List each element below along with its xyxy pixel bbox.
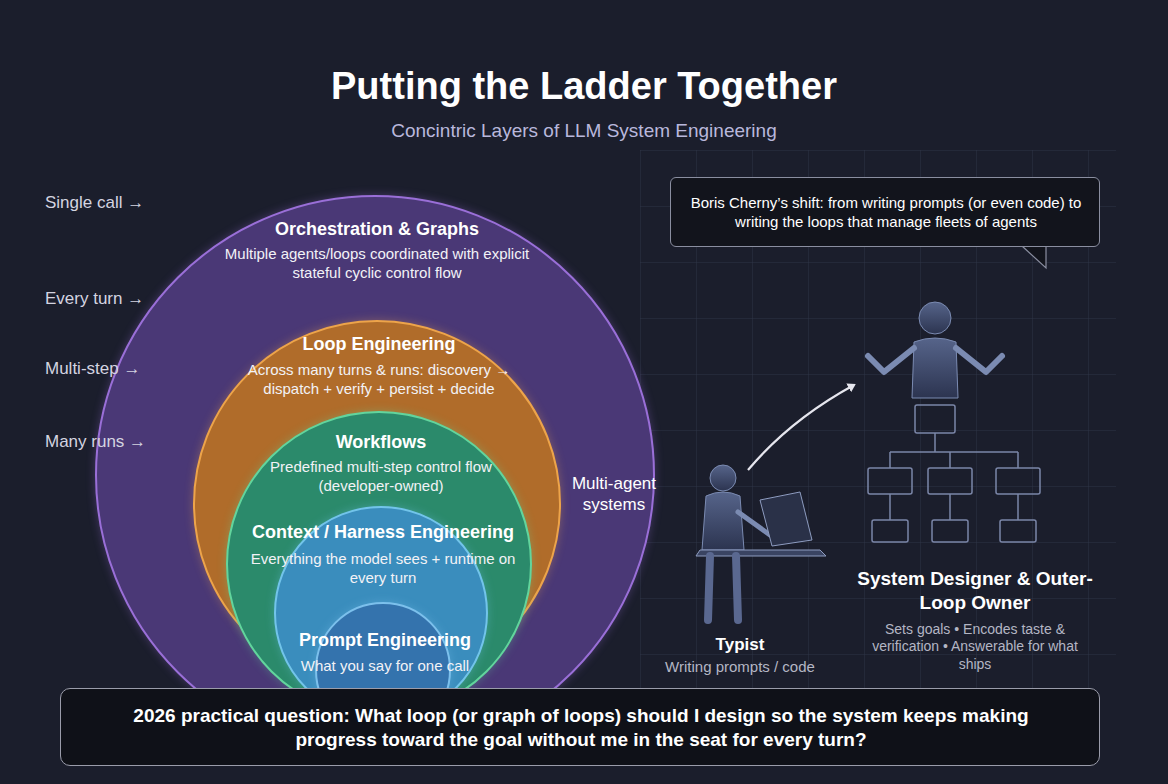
subtitle: Concintric Layers of LLM System Engineer…: [134, 119, 1034, 143]
progress-arrow: [748, 385, 854, 470]
region-label: Multi-agent systems: [559, 473, 669, 516]
grid: [640, 150, 1116, 690]
scope-label: Single call →: [45, 192, 205, 213]
callout-box: Boris Cherny’s shift: from writing promp…: [670, 177, 1100, 247]
node-heading: Loop Engineering: [229, 333, 529, 356]
org-chart: [868, 405, 1040, 542]
designer-figure: [868, 302, 1002, 398]
scope-label: Multi-step →: [45, 358, 205, 379]
role-desc: Writing prompts / code: [640, 658, 840, 677]
scope-label: Many runs →: [45, 431, 205, 452]
typist-figure: [696, 465, 826, 620]
role-title: Typist: [660, 634, 820, 655]
role-title: System Designer & Outer-Loop Owner: [850, 567, 1100, 615]
node-body: Predefined multi-step control flow (deve…: [246, 458, 516, 496]
node-heading: Context / Harness Engineering: [223, 521, 543, 544]
layer-circle: Loop EngineeringAcross many turns & runs…: [193, 320, 561, 688]
node-body: 2026 practical question: What loop (or g…: [101, 704, 1061, 752]
layer-circle: Orchestration & GraphsMultiple agents/lo…: [95, 195, 655, 755]
node-heading: Orchestration & Graphs: [197, 218, 557, 241]
role-desc: Sets goals • Encodes taste & verificatio…: [860, 621, 1090, 674]
node-body: Everything the model sees + runtime on e…: [238, 550, 528, 588]
title: Putting the Ladder Together: [84, 63, 1084, 111]
question-box: 2026 practical question: What loop (or g…: [60, 688, 1100, 766]
node-body: Boris Cherny’s shift: from writing promp…: [684, 194, 1088, 232]
callout-tail: [1022, 246, 1046, 268]
layer-circle: WorkflowsPredefined multi-step control f…: [226, 411, 532, 717]
scope-label: Every turn →: [45, 288, 205, 309]
node-heading: Workflows: [251, 431, 511, 454]
node-body: Multiple agents/loops coordinated with e…: [217, 245, 537, 283]
node-body: What you say for one call: [265, 657, 505, 676]
node-body: Across many turns & runs: discovery → di…: [229, 361, 529, 399]
node-heading: Prompt Engineering: [265, 629, 505, 652]
